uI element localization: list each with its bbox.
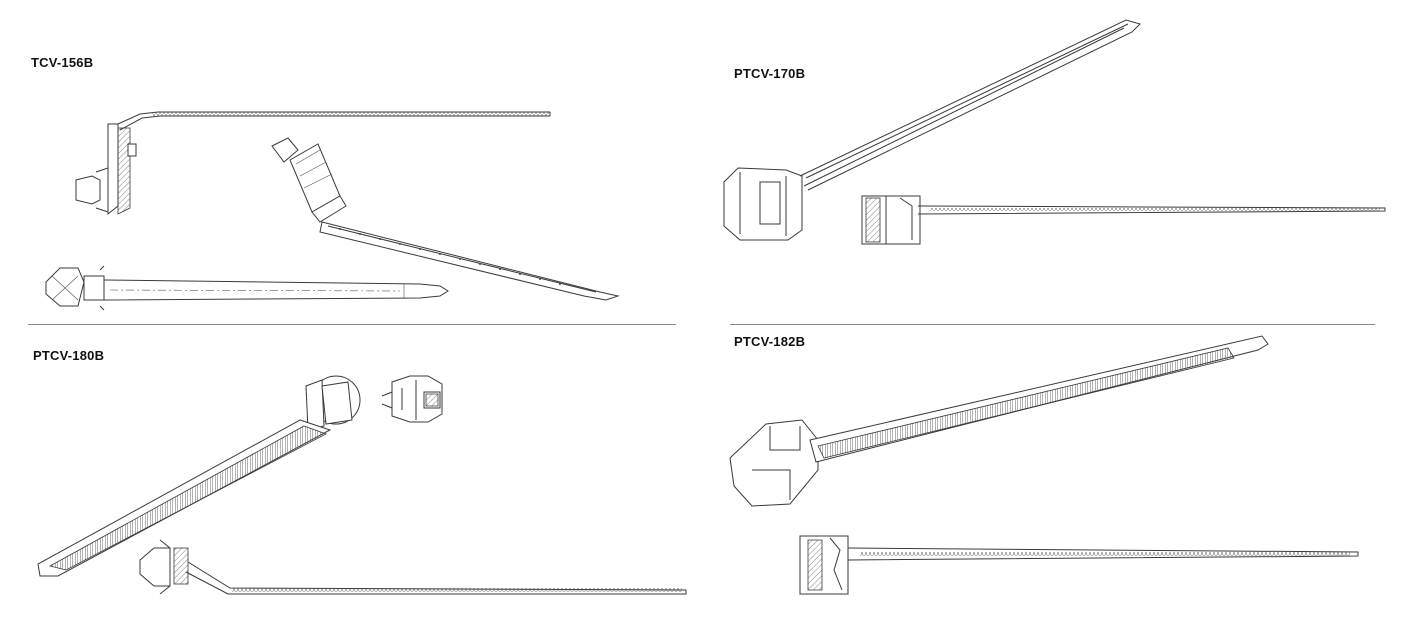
tcv-156b-top-view: [45, 265, 449, 311]
divider-left: [28, 324, 676, 325]
divider-right: [730, 324, 1375, 325]
ptcv-182b-angled-view: [729, 335, 1269, 507]
ptcv-180b-side-view: [139, 539, 687, 595]
tcv-156b-angled-view: [271, 137, 620, 301]
part-number-ptcv-180b: PTCV-180B: [33, 348, 105, 363]
ptcv-170b-angled-view: [723, 19, 1141, 241]
part-number-ptcv-170b: PTCV-170B: [734, 66, 806, 81]
ptcv-180b-clip-detail: [381, 375, 443, 423]
ptcv-182b-side-view: [799, 535, 1359, 595]
ptcv-180b-angled-view: [37, 375, 361, 577]
ptcv-170b-side-view: [861, 195, 1386, 245]
part-number-ptcv-182b: PTCV-182B: [734, 334, 806, 349]
tcv-156b-side-view: [75, 111, 551, 216]
part-number-tcv-156b: TCV-156B: [31, 55, 94, 70]
